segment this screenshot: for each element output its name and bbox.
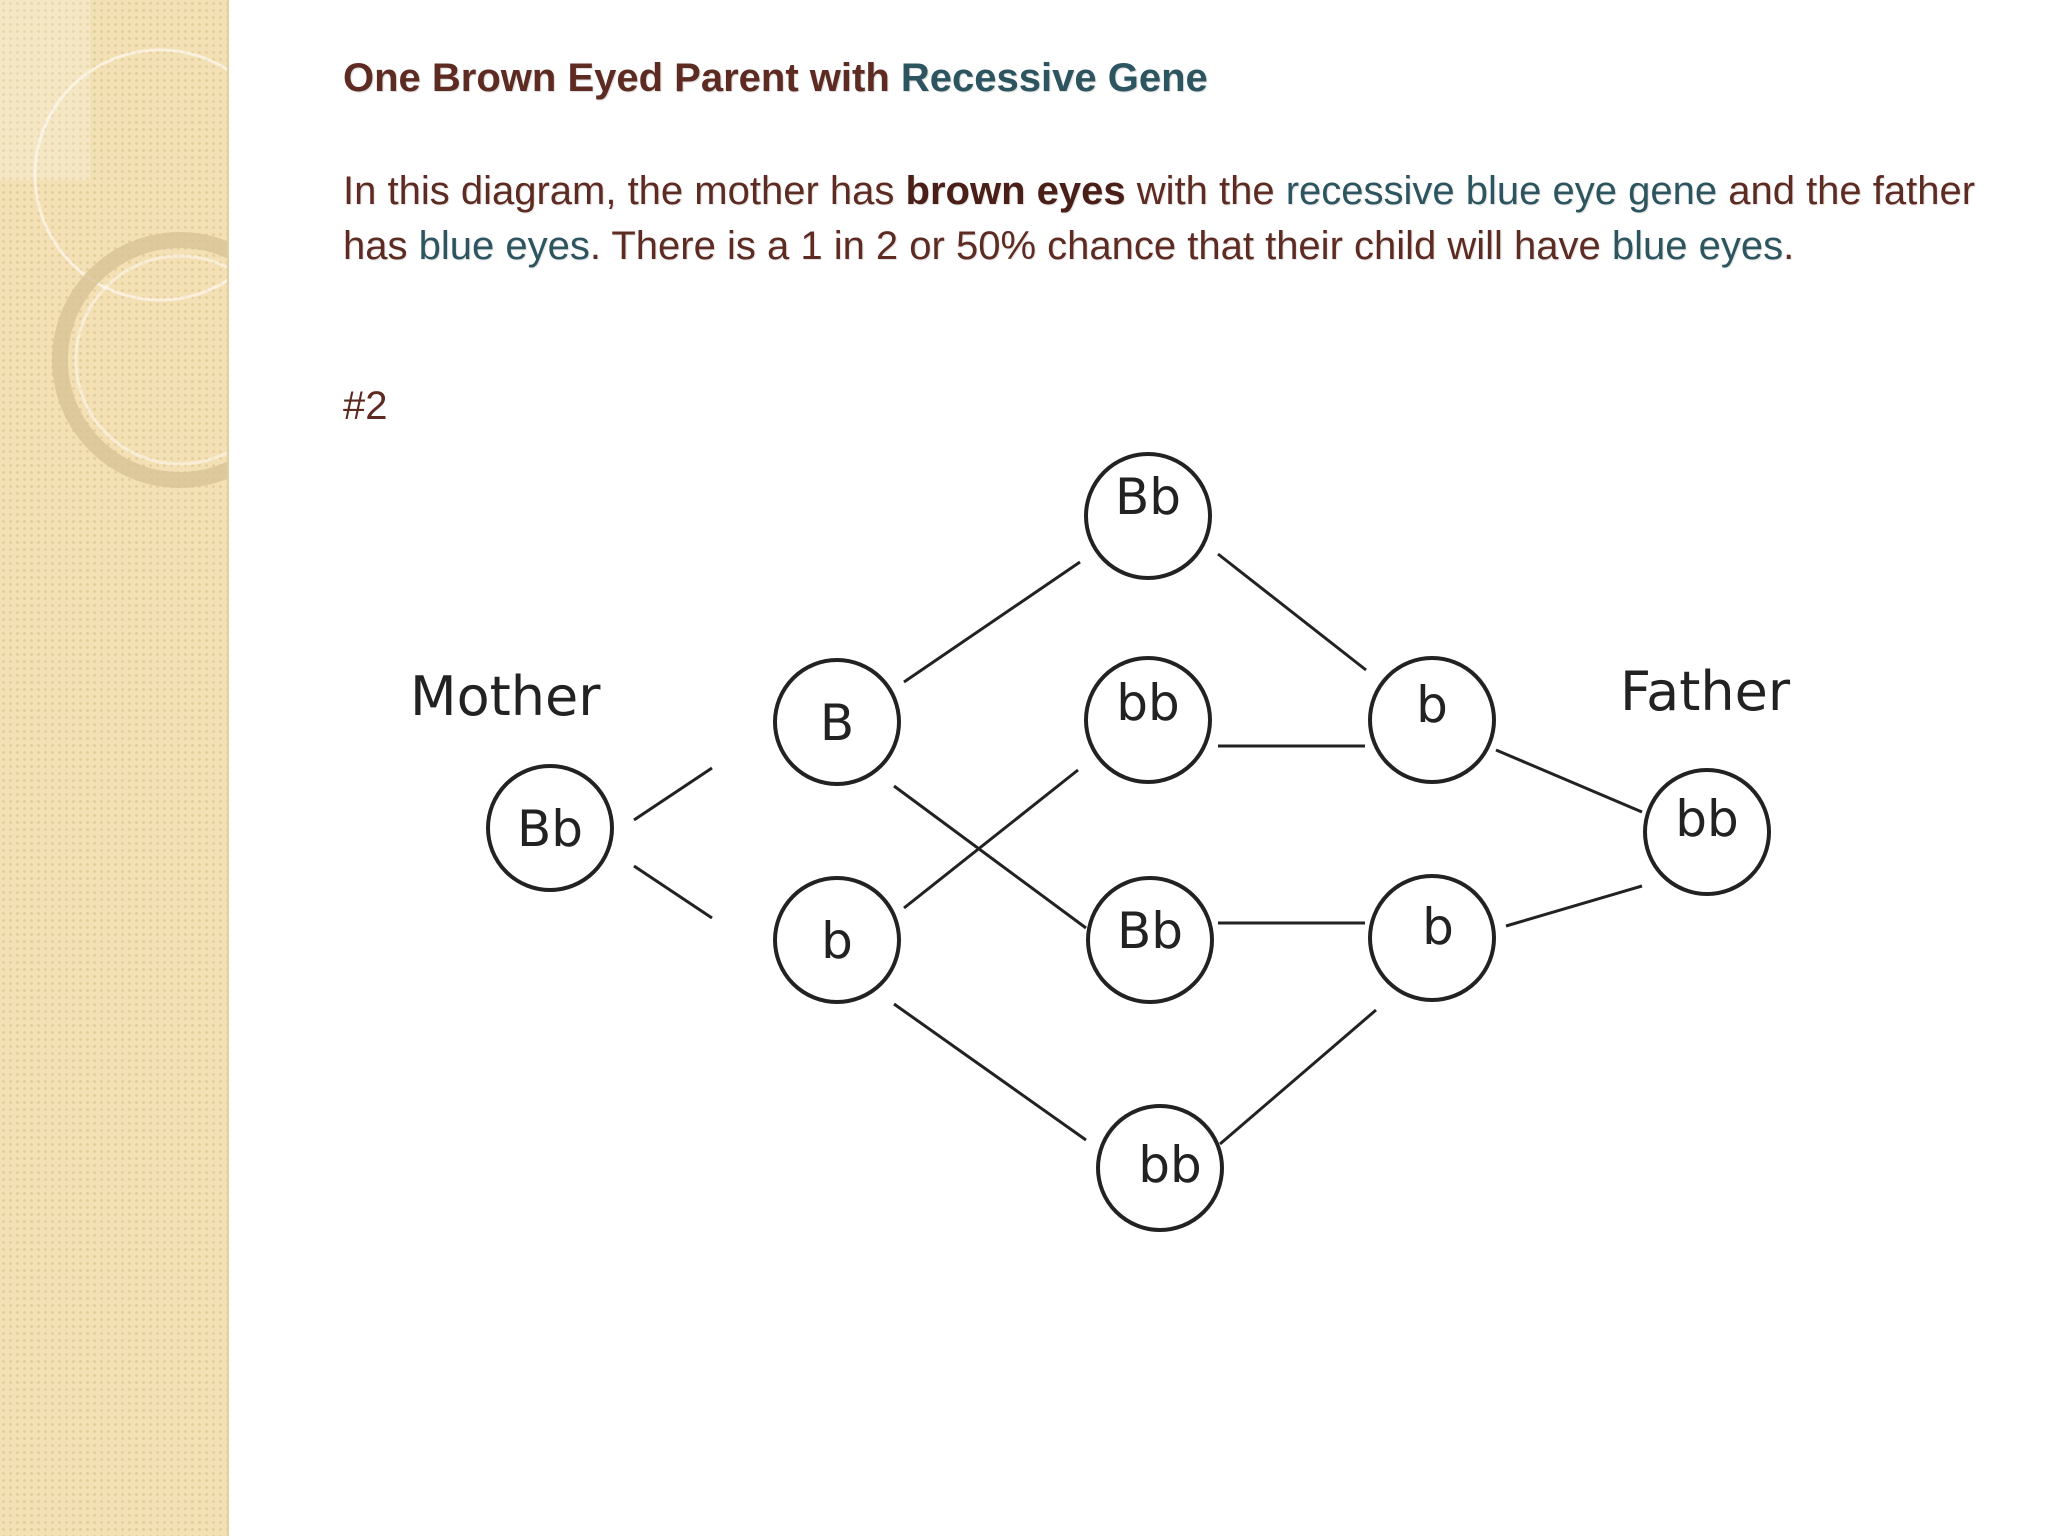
inheritance-diagram: Mother Father Bb B b Bb bb Bb bb b b bb [410,452,1791,1232]
child4-circle [1096,1104,1224,1232]
gene-labels: Bb B b Bb bb Bb bb b b bb [517,468,1739,1194]
father-allele-b1-circle [1368,656,1496,784]
mother-allele-b: b [821,912,853,970]
connector-lines [633,552,1643,1146]
line-B-child1 [903,560,1081,684]
father-circle [1643,768,1771,896]
slide-title: One Brown Eyed Parent with Recessive Gen… [343,56,1208,101]
body-text-7: . There is a 1 in 2 or 50% chance that t… [589,224,1601,268]
child1-genotype: Bb [1115,468,1181,526]
line-child4-fatherb2 [1219,1008,1377,1146]
body-bold-brown-eyes: brown eyes [905,169,1126,213]
line-father-b1 [1495,748,1643,814]
line-b-child4 [893,1002,1087,1142]
line-father-b2 [1505,884,1643,928]
child3-circle [1086,876,1214,1004]
body-accent-blue-eyes-2: blue eyes [1611,224,1784,268]
child4-genotype: bb [1138,1136,1201,1194]
father-label: Father [1620,660,1791,723]
mother-allele-b-circle [773,876,901,1004]
mother-allele-B: B [820,694,854,752]
body-accent-blue-eyes-1: blue eyes [418,224,590,268]
child3-genotype: Bb [1117,902,1183,960]
father-allele-b2: b [1422,898,1454,956]
child2-circle [1084,656,1212,784]
father-allele-b1: b [1416,676,1448,734]
line-B-child3 [893,784,1087,930]
mother-genotype: Bb [517,800,583,858]
mother-circle [486,764,614,892]
father-allele-b2-circle [1368,874,1496,1002]
gene-circles [486,452,1771,1232]
body-text-9: . [1783,224,1795,268]
child2-genotype: bb [1116,674,1179,732]
mother-label: Mother [410,665,601,728]
body-accent-recessive: recessive blue eye gene [1285,169,1718,213]
line-b-child2 [903,768,1079,910]
sidebar-rings [0,0,227,488]
body-text-1: In this diagram, the mother has [343,169,895,213]
line-child1-fatherb1 [1217,552,1367,672]
child1-circle [1084,452,1212,580]
slide-body: In this diagram, the mother has brown ey… [343,164,1983,274]
body-text-5: and the father has [343,169,1976,268]
decorative-sidebar [0,0,229,1536]
line-mother-b [633,864,713,920]
father-genotype: bb [1675,790,1738,848]
title-accent-text: Recessive Gene [900,56,1208,100]
body-text-3: with the [1136,169,1275,213]
mother-allele-B-circle [773,658,901,786]
title-text: One Brown Eyed Parent with [343,56,890,100]
line-mother-B [633,766,713,822]
slide-number: #2 [343,384,388,428]
